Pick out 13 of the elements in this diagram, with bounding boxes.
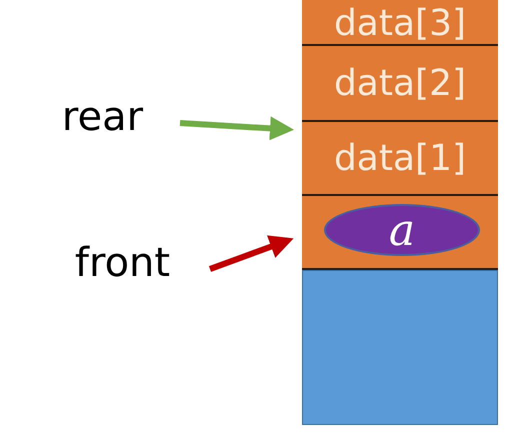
cell-label: data[2] — [334, 62, 466, 104]
array-cell — [302, 0, 498, 46]
cell-label: data[1] — [334, 138, 466, 178]
pointer-label: rear — [62, 94, 144, 140]
array-cell — [302, 196, 498, 270]
arrow — [208, 235, 294, 272]
array-cell — [302, 122, 498, 196]
empty-block — [302, 270, 498, 425]
array-cell — [302, 46, 498, 122]
pointer-label: front — [74, 240, 170, 286]
cell-label: data[3] — [334, 3, 466, 44]
arrow — [180, 116, 294, 140]
element-label: a — [388, 204, 416, 256]
